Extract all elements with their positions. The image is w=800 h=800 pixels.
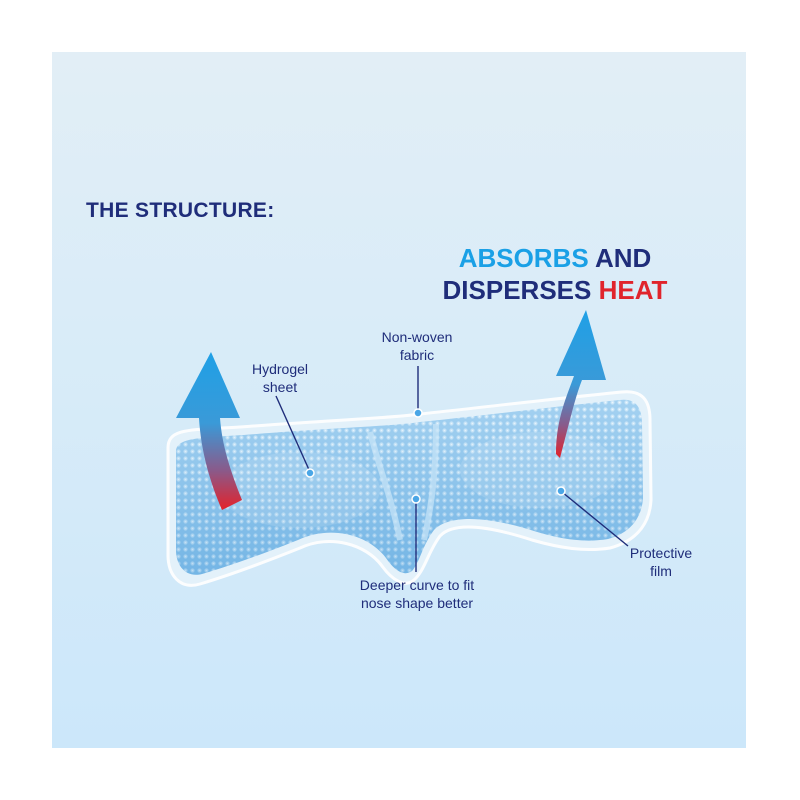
label-hydrogel-line1: Hydrogel: [251, 361, 309, 377]
label-hydrogel-line2: sheet: [262, 379, 298, 395]
structure-title: THE STRUCTURE:: [86, 199, 275, 222]
label-deeper-line1: Deeper curve to fit: [359, 577, 475, 593]
headline: ABSORBS AND DISPERSES HEAT: [395, 242, 715, 306]
label-hydrogel: Hydrogel sheet: [240, 360, 320, 396]
label-nonwoven-line2: fabric: [399, 347, 435, 363]
headline-heat: HEAT: [598, 275, 668, 305]
label-nonwoven-line1: Non-woven: [381, 329, 453, 345]
pointer-deeper-curve: [411, 494, 421, 572]
heat-arrow-left-icon: [176, 352, 242, 510]
pointer-nonwoven: [413, 366, 423, 418]
headline-disperses: DISPERSES: [442, 275, 592, 305]
label-protective: Protective film: [616, 544, 706, 580]
label-deeper-curve: Deeper curve to fit nose shape better: [332, 576, 502, 612]
heat-arrow-right-icon: [556, 310, 606, 458]
headline-absorbs: ABSORBS: [458, 243, 589, 273]
label-nonwoven: Non-woven fabric: [362, 328, 472, 364]
mask-hydrogel-body: [176, 399, 643, 575]
pointer-protective: [556, 486, 629, 547]
label-deeper-line2: nose shape better: [360, 595, 474, 611]
label-protective-line2: film: [650, 563, 672, 579]
pointer-hydrogel: [275, 395, 315, 478]
headline-and: AND: [594, 243, 652, 273]
label-protective-line1: Protective: [629, 545, 693, 561]
